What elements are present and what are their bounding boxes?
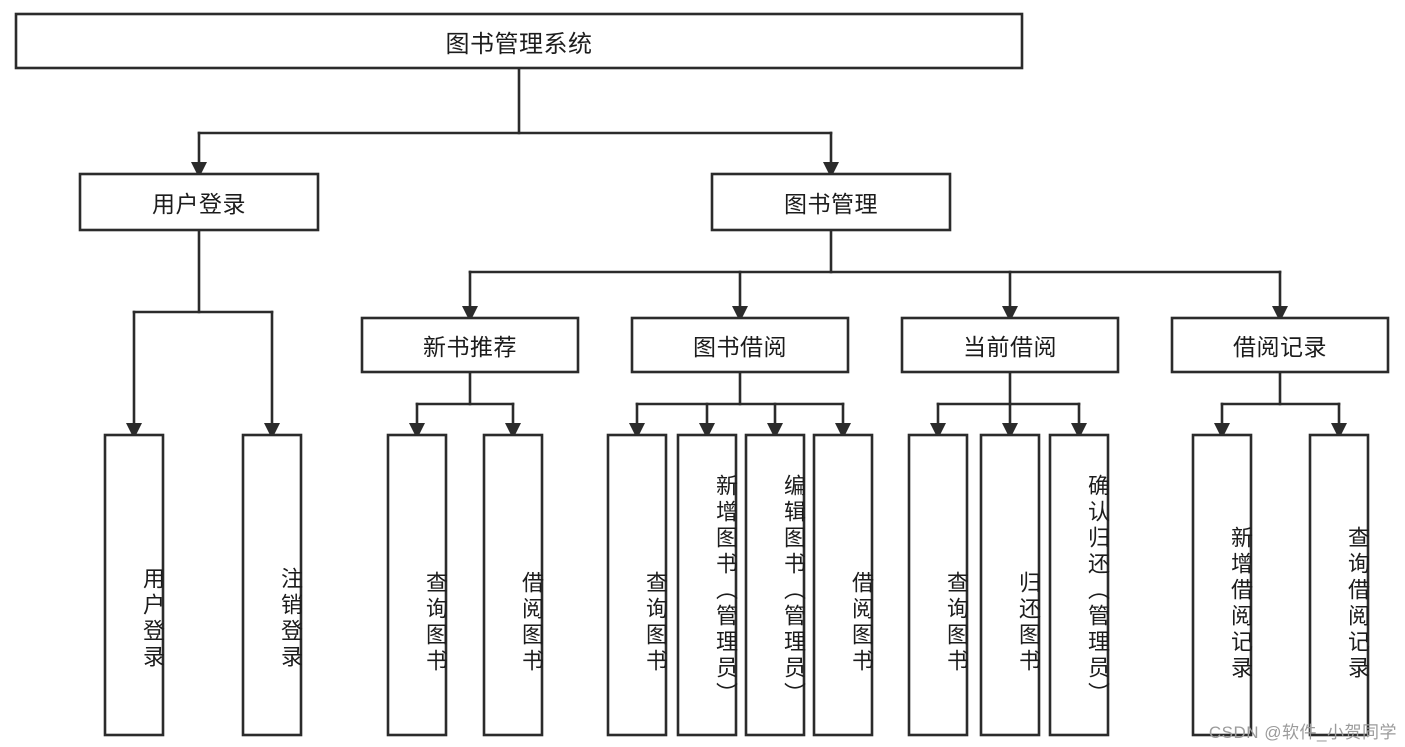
connector-lines: [126, 66, 1347, 439]
leaf-box[interactable]: [744, 433, 806, 737]
node-boxes: [14, 12, 1390, 737]
node-book-management[interactable]: [710, 172, 952, 232]
leaf-box[interactable]: [676, 433, 738, 737]
node-current-borrow[interactable]: [900, 316, 1120, 374]
node-root[interactable]: [14, 12, 1024, 70]
leaf-box[interactable]: [812, 433, 874, 737]
leaf-box[interactable]: [241, 433, 303, 737]
watermark-text: CSDN @软件_小贺同学: [1208, 723, 1397, 742]
leaf-box[interactable]: [482, 433, 544, 737]
node-borrow-records[interactable]: [1170, 316, 1390, 374]
leaf-box[interactable]: [1308, 433, 1370, 737]
leaf-box[interactable]: [606, 433, 668, 737]
leaf-box[interactable]: [386, 433, 448, 737]
leaf-box[interactable]: [103, 433, 165, 737]
node-user-login[interactable]: [78, 172, 320, 232]
node-new-book-recommend[interactable]: [360, 316, 580, 374]
node-book-borrow[interactable]: [630, 316, 850, 374]
leaf-box[interactable]: [907, 433, 969, 737]
leaf-box[interactable]: [979, 433, 1041, 737]
leaf-box[interactable]: [1048, 433, 1110, 737]
leaf-box[interactable]: [1191, 433, 1253, 737]
